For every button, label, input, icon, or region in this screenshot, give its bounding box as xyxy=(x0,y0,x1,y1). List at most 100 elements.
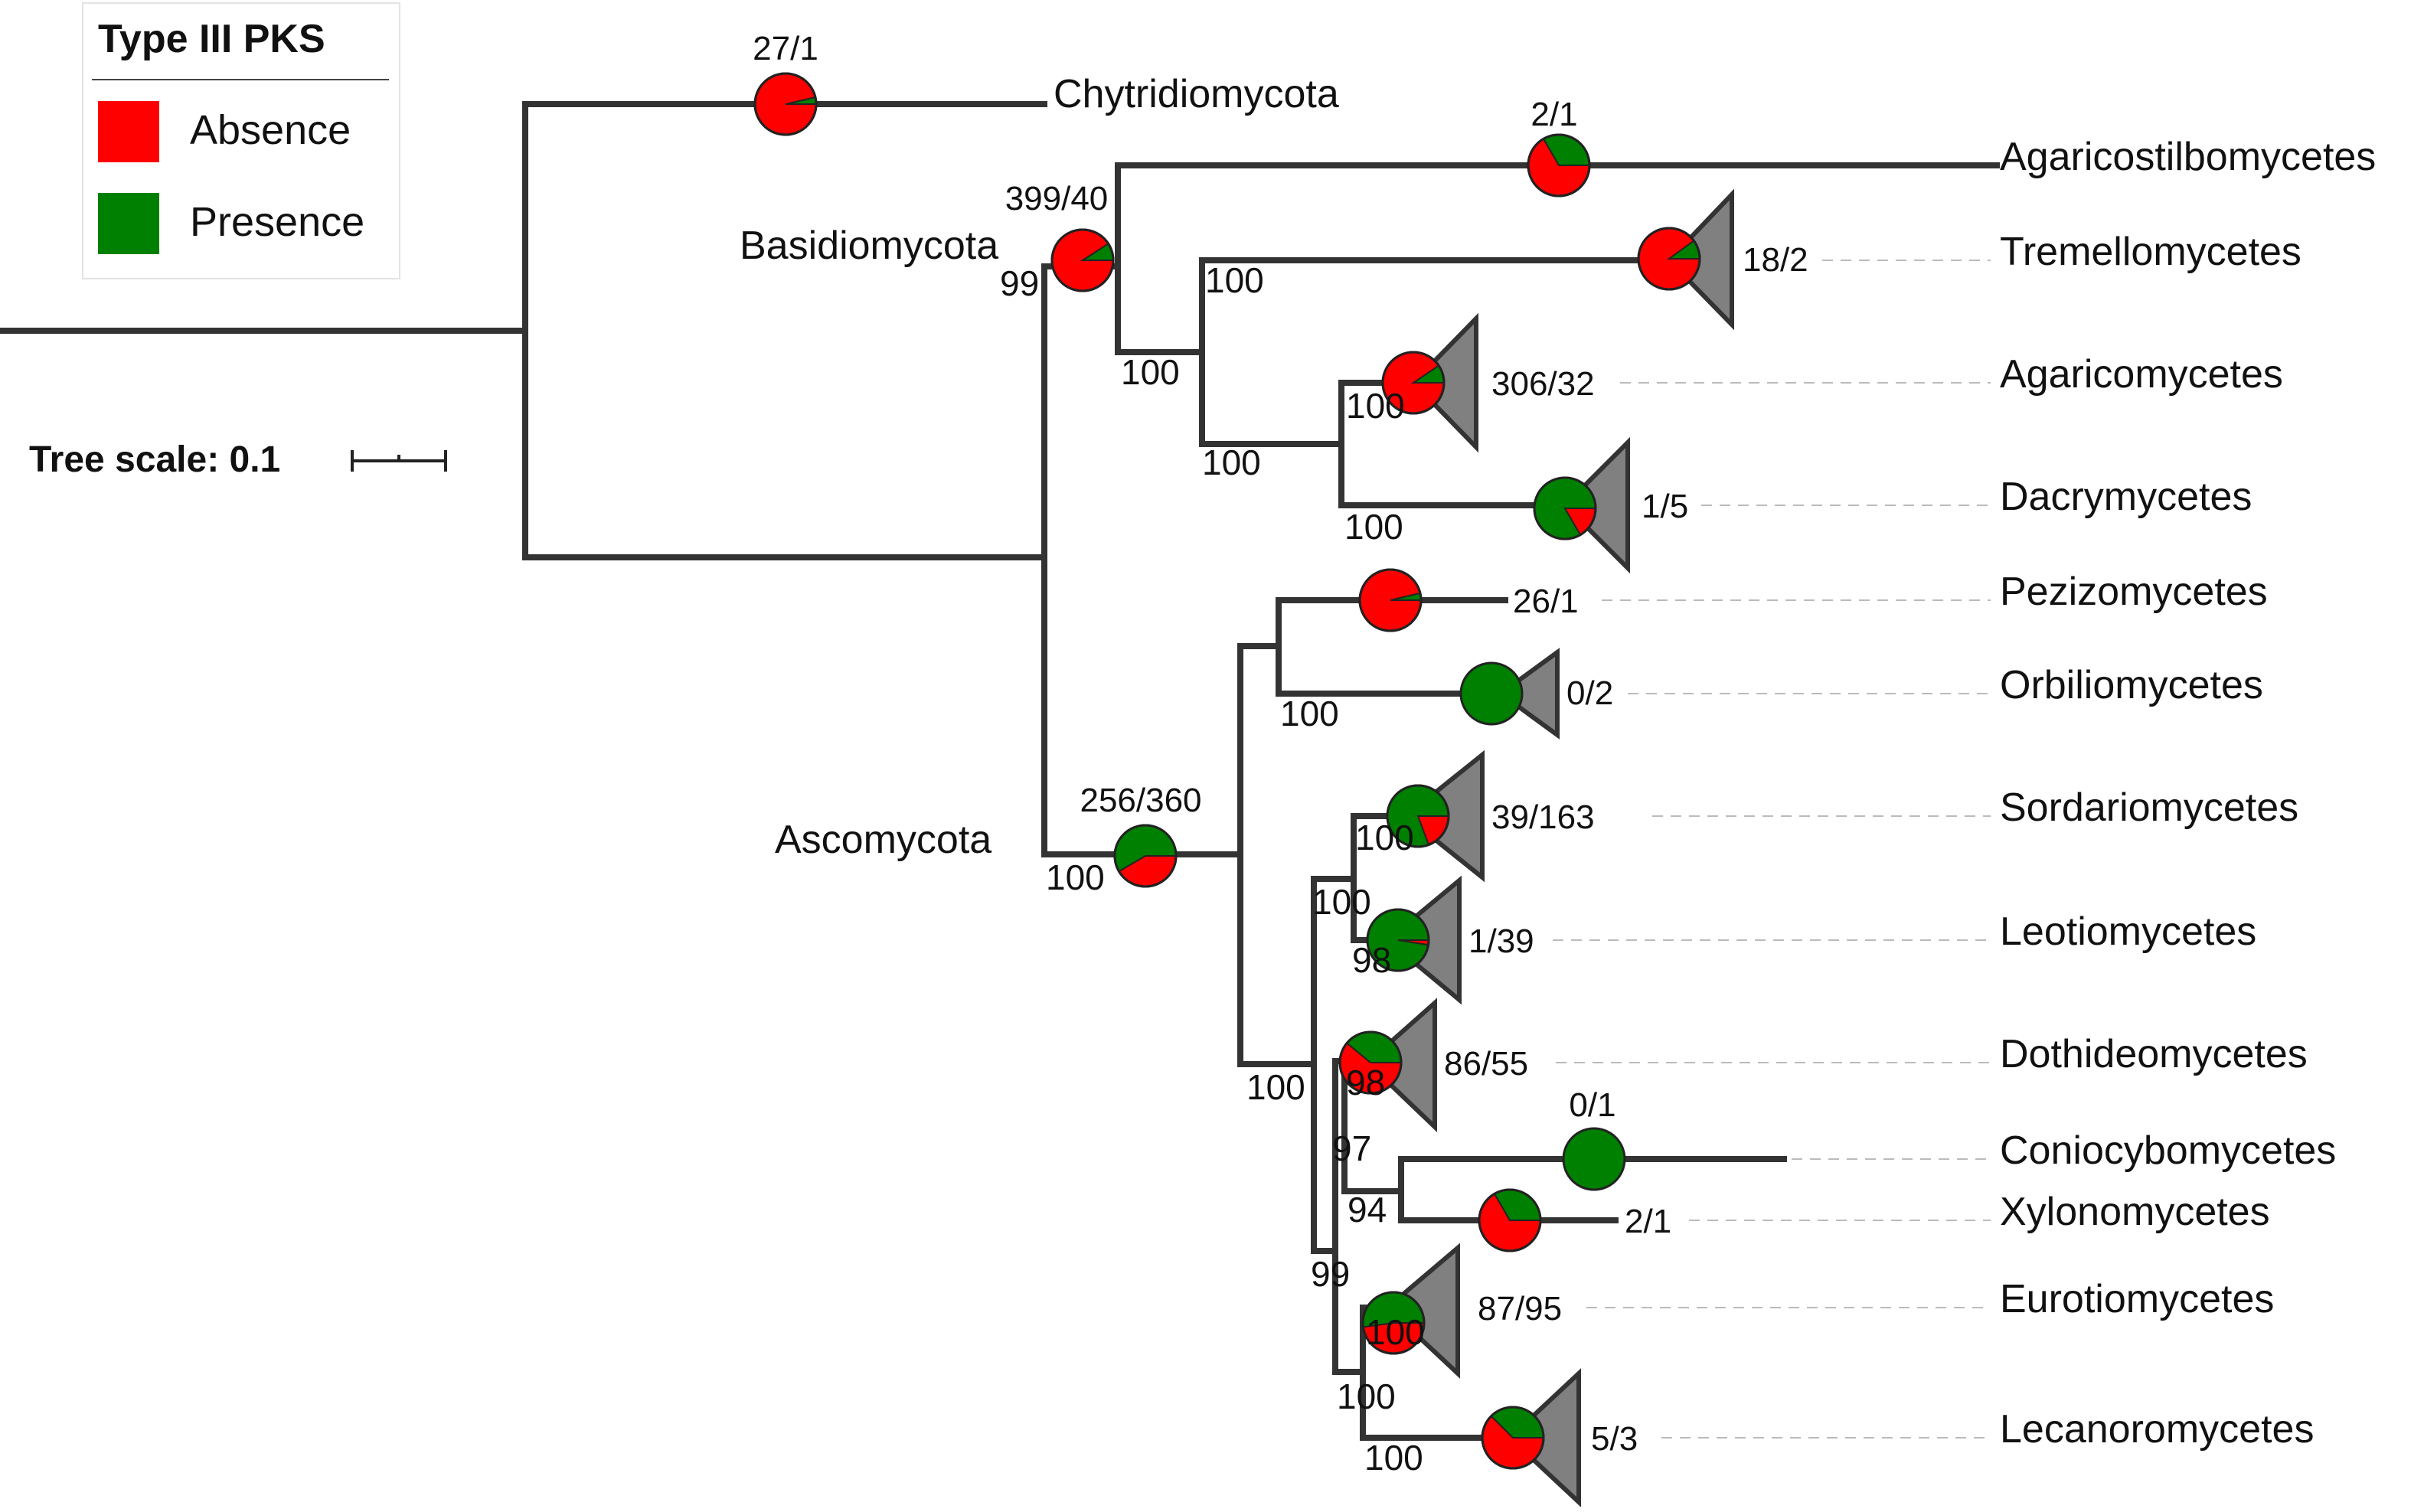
bootstrap-agaricomycetes: 100 xyxy=(1346,386,1405,426)
pie-orbiliomycetes-absence-slice xyxy=(1459,661,1524,726)
taxon-label-chytridiomycota: Chytridiomycota xyxy=(1054,72,1339,116)
bootstrap-lecanoro: 100 xyxy=(1364,1438,1423,1478)
bootstrap-dothideo-rest: 99 xyxy=(1311,1254,1350,1294)
legend-swatch-presence xyxy=(98,193,159,254)
count-dothideomycetes: 86/55 xyxy=(1444,1045,1528,1083)
count-leotiomycetes: 1/39 xyxy=(1468,923,1534,960)
label-leaders xyxy=(1553,260,1991,1439)
pie-agaricostilbomycetes xyxy=(1527,133,1591,198)
bootstrap-eurotio-lecanoro: 100 xyxy=(1337,1376,1396,1416)
bootstrap-agarico-dacry: 100 xyxy=(1202,442,1261,482)
taxon-label-xylonomycetes: Xylonomycetes xyxy=(2000,1190,2270,1234)
pie-tremellomycetes xyxy=(1637,227,1701,291)
pie-ascomycota-outline xyxy=(1113,824,1178,888)
pie-tremellomycetes-outline xyxy=(1637,227,1701,291)
count-orbiliomycetes: 0/2 xyxy=(1566,674,1613,712)
collapsed-orbiliomycetes xyxy=(1496,648,1560,740)
pie-dacrymycetes xyxy=(1533,476,1597,540)
taxon-labels: Chytridiomycota Agaricostilbomycetes Tre… xyxy=(1054,72,2376,1452)
taxon-label-leotiomycetes: Leotiomycetes xyxy=(2000,909,2256,954)
pie-charts xyxy=(753,72,1701,1470)
pie-lecanoromycetes-outline xyxy=(1481,1406,1545,1470)
pie-eurotiomycetes-outline xyxy=(1361,1291,1426,1355)
count-eurotiomycetes: 87/95 xyxy=(1478,1290,1562,1327)
bootstrap-sordario: 100 xyxy=(1355,818,1414,857)
count-lecanoromycetes: 5/3 xyxy=(1591,1420,1638,1458)
taxon-label-dothideomycetes: Dothideomycetes xyxy=(2000,1032,2308,1076)
pie-pezizomycetes xyxy=(1358,568,1423,632)
pie-basidiomycota-outline xyxy=(1050,228,1115,292)
count-agaricostilbomycetes: 2/1 xyxy=(1531,96,1577,133)
count-tremellomycetes: 18/2 xyxy=(1743,241,1808,279)
pie-ascomycota xyxy=(1113,824,1178,888)
count-xylonomycetes: 2/1 xyxy=(1625,1203,1671,1240)
taxon-label-pezizomycetes: Pezizomycetes xyxy=(2000,570,2268,614)
pie-sordariomycetes-outline xyxy=(1386,784,1450,848)
taxon-label-tremellomycetes: Tremellomycetes xyxy=(2000,230,2301,274)
bootstrap-leotio: 98 xyxy=(1352,940,1391,980)
bootstrap-ascomycota: 100 xyxy=(1046,857,1105,897)
legend-swatch-absence xyxy=(98,101,159,162)
taxon-label-dacrymycetes: Dacrymycetes xyxy=(2000,475,2252,519)
bootstrap-tremello-agarico-dacry: 100 xyxy=(1205,260,1264,300)
bootstrap-pezizo-orbilio: 100 xyxy=(1280,694,1339,733)
pie-xylonomycetes xyxy=(1478,1188,1542,1252)
count-sordariomycetes: 39/163 xyxy=(1491,798,1595,836)
pie-lecanoromycetes xyxy=(1481,1406,1545,1470)
bootstrap-dothideo: 98 xyxy=(1346,1063,1385,1102)
pie-coniocybomycetes-absence-slice xyxy=(1562,1127,1626,1191)
bootstrap-values: 99 100 100 100 100 100 100 100 100 100 9… xyxy=(1000,260,1425,1478)
pie-leotiomycetes xyxy=(1366,908,1430,972)
pie-pezizomycetes-outline xyxy=(1358,568,1423,632)
pie-dacrymycetes-outline xyxy=(1533,476,1597,540)
count-coniocybomycetes: 0/1 xyxy=(1569,1086,1615,1124)
taxon-label-lecanoromycetes: Lecanoromycetes xyxy=(2000,1407,2314,1452)
count-basidiomycota: 399/40 xyxy=(1005,180,1109,217)
bootstrap-sordario-leotio: 100 xyxy=(1312,882,1371,922)
count-pezizomycetes: 26/1 xyxy=(1513,583,1579,620)
legend-title: Type III PKS xyxy=(98,17,325,61)
pie-xylonomycetes-outline xyxy=(1478,1188,1542,1252)
legend-label-presence: Presence xyxy=(190,199,364,245)
bootstrap-eurotio: 100 xyxy=(1366,1312,1425,1352)
clade-label-ascomycota: Ascomycota xyxy=(775,818,991,862)
tree-scale: Tree scale: 0.1 xyxy=(29,439,447,480)
tree-branches xyxy=(0,101,2000,1441)
bootstrap-basidio: 99 xyxy=(1000,263,1039,303)
pie-coniocybomycetes xyxy=(1562,1127,1626,1191)
count-agaricomycetes: 306/32 xyxy=(1491,365,1595,403)
pie-orbiliomycetes xyxy=(1459,661,1524,726)
clade-labels: Basidiomycota Ascomycota xyxy=(740,224,998,862)
tree-scale-label: Tree scale: 0.1 xyxy=(29,439,280,480)
pie-agaricomycetes xyxy=(1381,351,1446,415)
pie-leotiomycetes-outline xyxy=(1366,908,1430,972)
pie-chytridiomycota xyxy=(753,72,818,136)
pie-chytridiomycota-outline xyxy=(753,72,818,136)
bootstrap-conio-xylono-outer: 97 xyxy=(1332,1128,1371,1168)
pie-dothideomycetes xyxy=(1338,1030,1403,1095)
legend-label-absence: Absence xyxy=(190,107,351,153)
bootstrap-basidio-inner: 100 xyxy=(1121,352,1180,392)
count-ascomycota: 256/360 xyxy=(1080,782,1201,819)
taxon-label-eurotiomycetes: Eurotiomycetes xyxy=(2000,1277,2274,1321)
count-labels: 27/1 2/1 18/2 306/32 1/5 26/1 0/2 39/163… xyxy=(753,30,1808,1458)
taxon-label-agaricostilbomycetes: Agaricostilbomycetes xyxy=(2000,135,2376,179)
taxon-label-agaricomycetes: Agaricomycetes xyxy=(2000,352,2283,397)
taxon-label-coniocybomycetes: Coniocybomycetes xyxy=(2000,1128,2336,1173)
pie-dothideomycetes-outline xyxy=(1338,1030,1403,1095)
taxon-label-sordariomycetes: Sordariomycetes xyxy=(2000,785,2298,830)
clade-label-basidiomycota: Basidiomycota xyxy=(740,224,998,268)
bootstrap-conio-xylono: 94 xyxy=(1348,1190,1387,1230)
pie-eurotiomycetes xyxy=(1361,1291,1426,1355)
pie-basidiomycota xyxy=(1050,228,1115,292)
pie-agaricostilbomycetes-outline xyxy=(1527,133,1591,198)
pie-agaricomycetes-outline xyxy=(1381,351,1446,415)
bootstrap-dacrymycetes: 100 xyxy=(1344,507,1403,547)
taxon-label-orbiliomycetes: Orbiliomycetes xyxy=(2000,663,2263,707)
pie-sordariomycetes xyxy=(1386,784,1450,848)
legend: Type III PKS Absence Presence xyxy=(82,2,400,279)
count-dacrymycetes: 1/5 xyxy=(1642,488,1688,525)
count-chytridiomycota: 27/1 xyxy=(753,30,818,67)
bootstrap-leotiomyceta: 100 xyxy=(1246,1067,1305,1107)
